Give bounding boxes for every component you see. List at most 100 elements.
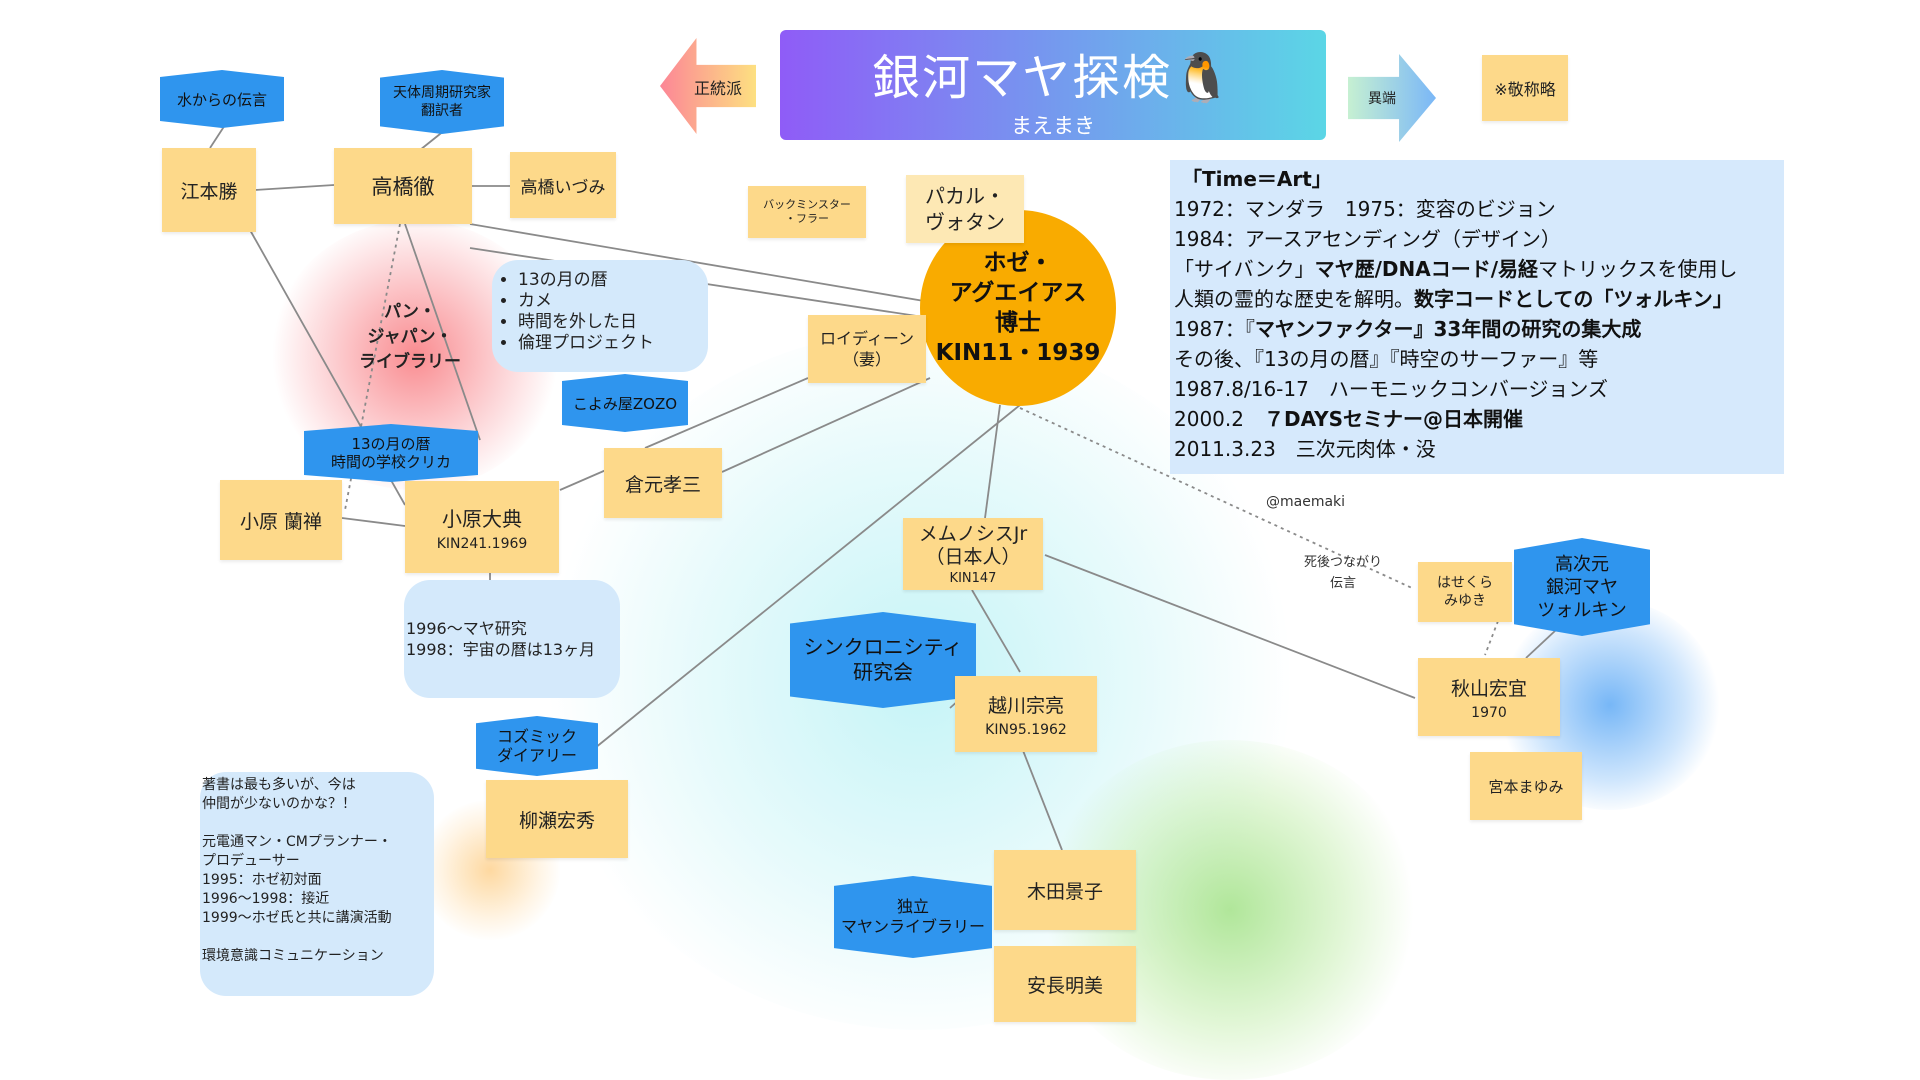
- list-item: 時間を外した日: [518, 312, 708, 333]
- conn-memnosis-akiyama: [1044, 554, 1416, 699]
- hex-synchro: シンクロニシティ 研究会: [790, 612, 976, 708]
- hex-synchro-text: シンクロニシティ 研究会: [803, 635, 963, 684]
- ohara-items-list: 13の月の暦 カメ 時間を外した日 倫理プロジェクト: [492, 270, 708, 354]
- node-yanase: 柳瀬宏秀: [486, 780, 628, 858]
- shigo-label-text: 死後つながり 伝言: [1303, 555, 1382, 591]
- timeline-line3a: 「サイバンク」: [1174, 257, 1315, 281]
- conn-ohara-kuramoto: [559, 469, 607, 491]
- node-akiyama: 秋山宏宜 1970: [1418, 658, 1560, 736]
- hex-tentai: 天体周期研究家 翻訳者: [380, 70, 504, 134]
- node-ohara-daiten-name: 小原大典: [442, 506, 522, 531]
- timeline-line8a: 2000.2: [1174, 407, 1264, 431]
- timeline-line5: 1987：『マヤンファクター』33年間の研究の集大成: [1174, 314, 1784, 344]
- center-line3: 博士: [995, 310, 1041, 336]
- node-akiyama-name: 秋山宏宜: [1450, 677, 1527, 700]
- conn-emoto-takahashi: [254, 184, 335, 191]
- hex-koyomi-text: こよみ屋ZOZO: [572, 394, 678, 413]
- timeline-line9: 2011.3.23 三次元肉体・没: [1174, 437, 1436, 461]
- list-item: 倫理プロジェクト: [518, 333, 708, 354]
- conn-koujigen-akiyama: [1525, 629, 1557, 659]
- timeline-line3c: マトリックスを使用し: [1538, 257, 1738, 281]
- node-yasunaga: 安長明美: [994, 946, 1136, 1022]
- node-kuramoto: 倉元孝三: [604, 448, 722, 518]
- title-banner: 銀河マヤ探検🐧 まえまき: [780, 30, 1326, 140]
- node-pacal-text: パカル・ ヴォタン: [925, 184, 1005, 234]
- node-pacal: パカル・ ヴォタン: [906, 175, 1024, 243]
- node-emoto: 江本勝: [162, 148, 256, 232]
- node-ohara-ranzen-text: 小原 蘭禅: [239, 510, 323, 533]
- ohara-research-text: 1996〜マヤ研究 1998：宇宙の暦は13ヶ月: [406, 619, 596, 659]
- list-item: 13の月の暦: [518, 270, 708, 291]
- timeline-line4a: 人類の霊的な歴史を解明。: [1174, 287, 1414, 311]
- node-miyamoto: 宮本まゆみ: [1470, 752, 1582, 820]
- hex-cosmic: コズミック ダイアリー: [476, 716, 598, 776]
- node-ohara-ranzen: 小原 蘭禅: [220, 480, 342, 560]
- subtitle-text: まえまき: [1011, 114, 1095, 138]
- timeline-line3: 「サイバンク」マヤ歴/DNAコード/易経マトリックスを使用し: [1174, 254, 1784, 284]
- timeline-line7: 1987.8/16-17 ハーモニックコンバージョンズ: [1174, 377, 1609, 401]
- center-line2: アグエイアス: [949, 280, 1087, 306]
- node-roideen: ロイディーン （妻）: [808, 315, 926, 383]
- timeline-line6: その後、『13の月の暦』『時空のサーファー』等: [1174, 347, 1599, 371]
- timeline-line4b: 数字コードとしての「ツォルキン」: [1414, 287, 1733, 311]
- hex-koujigen-text: 高次元 銀河マヤ ツォルキン: [1537, 553, 1627, 621]
- timeline-panel: 「Time＝Art」 1972：マンダラ 1975：変容のビジョン 1984：ア…: [1170, 160, 1784, 474]
- conn-koshikawa-kida: [1021, 747, 1063, 851]
- list-item: カメ: [518, 291, 708, 312]
- node-ohara-daiten-kin: KIN241.1969: [436, 535, 528, 552]
- bubble-ohara-research: 1996〜マヤ研究 1998：宇宙の暦は13ヶ月: [404, 580, 620, 698]
- node-yanase-text: 柳瀬宏秀: [518, 809, 595, 832]
- bubble-yanase-note: 著書は最も多いが、今は 仲間が少ないのかな？！ 元電通マン・CMプランナー・ プ…: [200, 772, 434, 996]
- hex-cosmic-text: コズミック ダイアリー: [496, 727, 577, 765]
- node-memnosis-kin: KIN147: [949, 570, 997, 586]
- conn-roideen-kuramoto: [644, 377, 809, 449]
- center-line4: KIN11・1939: [935, 340, 1101, 366]
- bubble-ohara-items: 13の月の暦 カメ 時間を外した日 倫理プロジェクト: [492, 260, 708, 372]
- conn-takahashi-center: [469, 223, 931, 303]
- node-takahashi-izumi: 高橋いづみ: [510, 152, 616, 218]
- conn-memnosis-koshikawa: [971, 589, 1021, 673]
- conn-ranzen-ohara: [341, 517, 406, 527]
- hex-koujigen: 高次元 銀河マヤ ツォルキン: [1514, 538, 1650, 636]
- hex-mizu-text: 水からの伝言: [176, 90, 267, 109]
- conn-center-cosmic: [594, 404, 1021, 749]
- conn-takahashi-pan: [404, 223, 481, 441]
- node-memnosis: メムノシスJr （日本人） KIN147: [903, 518, 1043, 590]
- timeline-line8: 2000.2 ７DAYSセミナー@日本開催: [1174, 404, 1784, 434]
- node-hasekura: はせくら みゆき: [1418, 562, 1512, 622]
- node-roideen-text: ロイディーン （妻）: [819, 329, 915, 369]
- node-koshikawa: 越川宗亮 KIN95.1962: [955, 676, 1097, 752]
- handle-label: @maemaki: [1266, 494, 1346, 510]
- hex-dokuritsu-text: 独立 マヤンライブラリー: [840, 897, 985, 936]
- node-takahashi-toru-text: 高橋徹: [371, 175, 435, 199]
- note-honorifics-text: ※敬称略: [1494, 80, 1556, 99]
- hex-mizu: 水からの伝言: [160, 70, 284, 128]
- timeline-line4: 人類の霊的な歴史を解明。数字コードとしての「ツォルキン」: [1174, 284, 1784, 314]
- note-honorifics: ※敬称略: [1482, 55, 1568, 121]
- node-akiyama-kin: 1970: [1471, 704, 1507, 721]
- node-hasekura-text: はせくら みゆき: [1437, 575, 1493, 609]
- timeline-line5a: 1987：『: [1174, 317, 1255, 341]
- node-miyamoto-text: 宮本まゆみ: [1488, 777, 1564, 796]
- conn-kuramoto-center: [721, 377, 931, 473]
- node-kuramoto-text: 倉元孝三: [624, 473, 701, 496]
- hex-tentai-text: 天体周期研究家 翻訳者: [393, 85, 491, 119]
- pan-japan-library-text: パン・ ジャパン・ ライブラリー: [359, 302, 461, 372]
- yanase-note-text: 著書は最も多いが、今は 仲間が少ないのかな？！ 元電通マン・CMプランナー・ プ…: [202, 777, 392, 964]
- node-kida-text: 木田景子: [1026, 880, 1103, 903]
- node-buckminster: バックミンスター ・フラー: [748, 186, 866, 238]
- center-line1: ホゼ・: [983, 250, 1053, 276]
- node-takahashi-toru: 高橋徹: [334, 148, 472, 224]
- node-koshikawa-kin: KIN95.1962: [985, 721, 1067, 738]
- conn-dotted-center-hasekura: [1019, 407, 1413, 589]
- timeline-line2: 1984：アースアセンディング（デザイン）: [1174, 227, 1561, 251]
- node-emoto-text: 江本勝: [180, 180, 238, 203]
- hex-gakko-text: 13の月の暦 時間の学校クリカ: [330, 435, 451, 471]
- node-buckminster-text: バックミンスター ・フラー: [763, 198, 851, 225]
- hex-koyomi: こよみ屋ZOZO: [562, 374, 688, 432]
- timeline-line5b: マヤンファクター』33年間の研究の集大成: [1254, 317, 1642, 341]
- node-koshikawa-name: 越川宗亮: [987, 694, 1064, 717]
- node-memnosis-name: メムノシスJr （日本人）: [918, 522, 1028, 568]
